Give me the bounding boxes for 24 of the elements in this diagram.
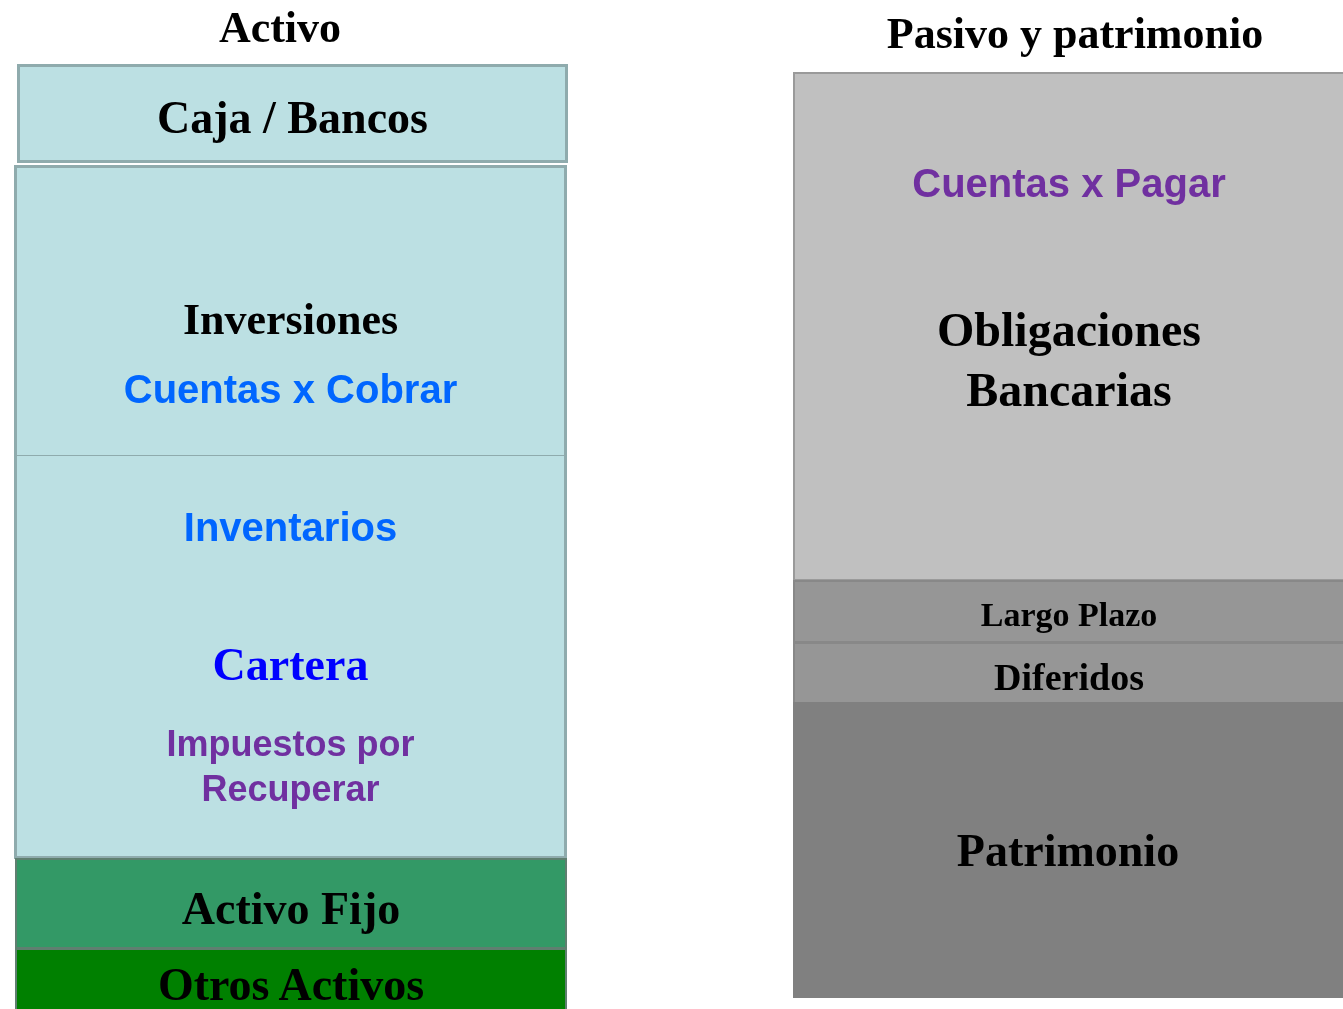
account-label: Cuentas x Cobrar bbox=[123, 366, 458, 413]
account-label: Cartera bbox=[212, 638, 369, 692]
account-block bbox=[17, 64, 568, 163]
account-block bbox=[793, 702, 1343, 998]
account-block bbox=[793, 72, 1343, 581]
account-label: Patrimonio bbox=[956, 824, 1180, 878]
column-heading: Activo bbox=[217, 2, 343, 54]
account-block bbox=[15, 948, 567, 1009]
account-label: Caja / Bancos bbox=[157, 91, 428, 145]
account-label: Activo Fijo bbox=[181, 882, 401, 936]
account-label: Obligaciones Bancarias bbox=[936, 302, 1202, 418]
account-block bbox=[793, 642, 1343, 703]
account-block bbox=[15, 858, 567, 949]
account-block bbox=[14, 165, 567, 458]
account-label: Cuentas x Pagar bbox=[912, 160, 1226, 207]
column-heading: Pasivo y patrimonio bbox=[885, 8, 1265, 60]
account-label: Inventarios bbox=[183, 504, 398, 551]
account-label: Largo Plazo bbox=[980, 595, 1158, 635]
account-label: Impuestos por Recuperar bbox=[165, 722, 416, 811]
account-block bbox=[14, 456, 567, 859]
account-label: Otros Activos bbox=[157, 958, 425, 1009]
account-label: Diferidos bbox=[994, 655, 1144, 700]
account-block bbox=[793, 580, 1343, 643]
account-label: Inversiones bbox=[182, 294, 399, 346]
